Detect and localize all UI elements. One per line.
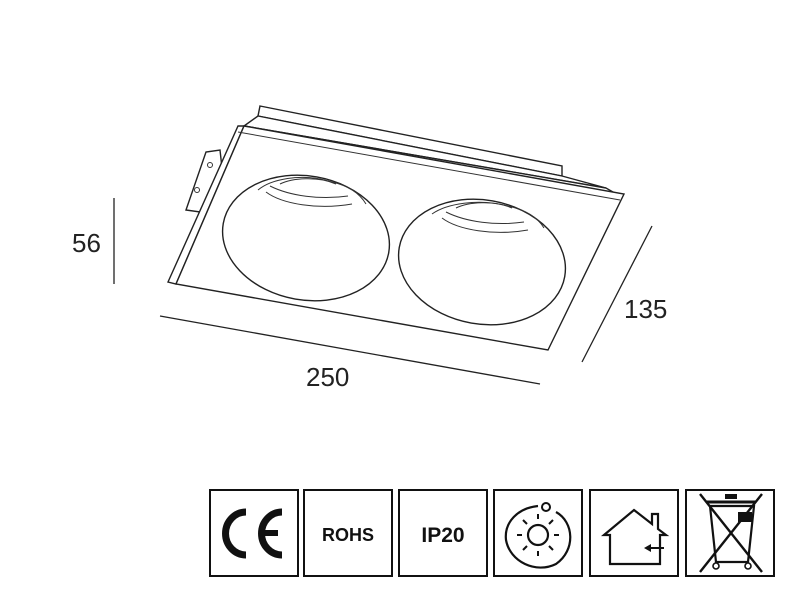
width-label: 250 xyxy=(306,362,349,392)
fixture-drawing xyxy=(167,105,626,351)
height-dimension: 56 xyxy=(72,198,115,284)
weee-bin-icon xyxy=(685,489,775,577)
indoor-use-icon xyxy=(589,489,679,577)
height-label: 56 xyxy=(72,228,101,258)
rohs-icon: ROHS xyxy=(303,489,393,577)
depth-label: 135 xyxy=(624,294,667,324)
rohs-text: ROHS xyxy=(322,525,374,545)
width-dimension: 250 xyxy=(159,315,541,392)
ip20-icon: IP20 xyxy=(398,489,488,577)
right-downlight-opening xyxy=(397,198,567,326)
certification-row: CE ROHS IP20 xyxy=(209,489,775,577)
depth-dimension: 135 xyxy=(581,225,667,363)
ip20-text: IP20 xyxy=(421,524,464,547)
ce-mark-icon: CE xyxy=(209,489,299,577)
sun-icon xyxy=(493,489,583,577)
left-downlight-opening xyxy=(221,174,391,302)
